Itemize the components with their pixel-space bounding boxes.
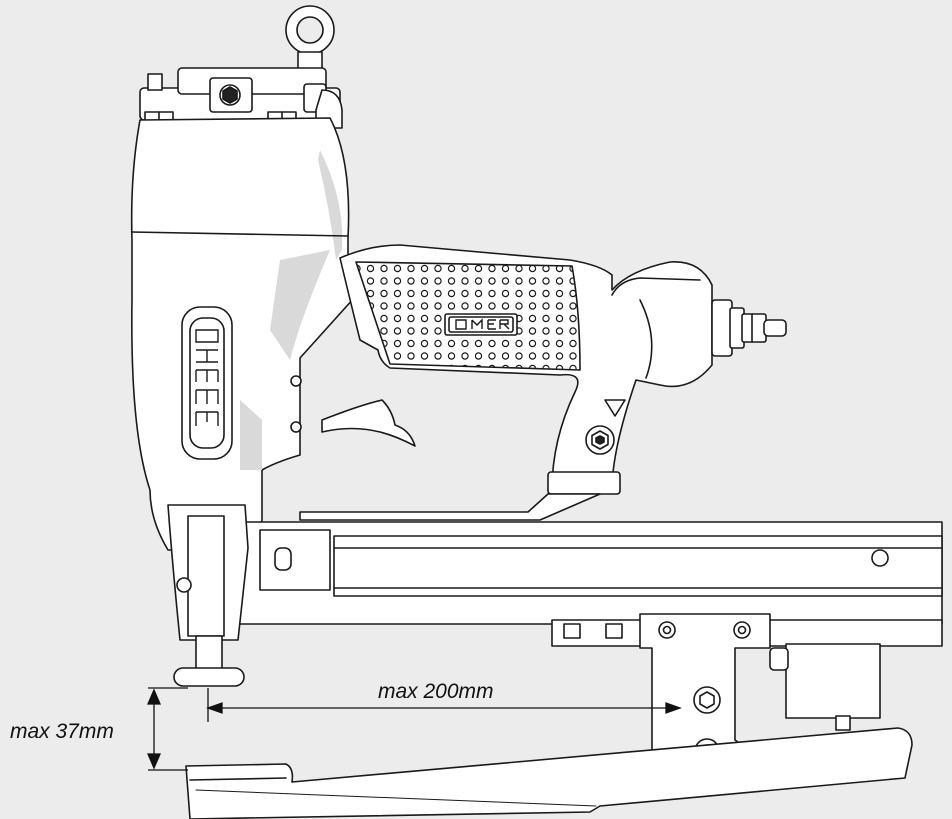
cap-air-fitting: [303, 83, 343, 241]
anvil-base: [185, 727, 913, 819]
air-coupler-icon: [711, 299, 787, 357]
hex-socket-bolt-icon: [585, 425, 615, 455]
dimension-height-label: max 37mm: [10, 720, 114, 743]
nose-guide: [167, 504, 249, 687]
handle-omer-badge: [444, 313, 518, 336]
hanging-eye-ring: [285, 5, 335, 75]
trigger: [321, 399, 416, 447]
omer-logo: [195, 318, 510, 426]
warning-triangle-icon: [604, 399, 626, 417]
dimension-lines: [147, 687, 682, 771]
dimension-length-label: max 200mm: [378, 680, 494, 703]
cylinder-body: [130, 117, 391, 551]
rear-housing: [769, 643, 881, 759]
magazine: [237, 521, 943, 647]
